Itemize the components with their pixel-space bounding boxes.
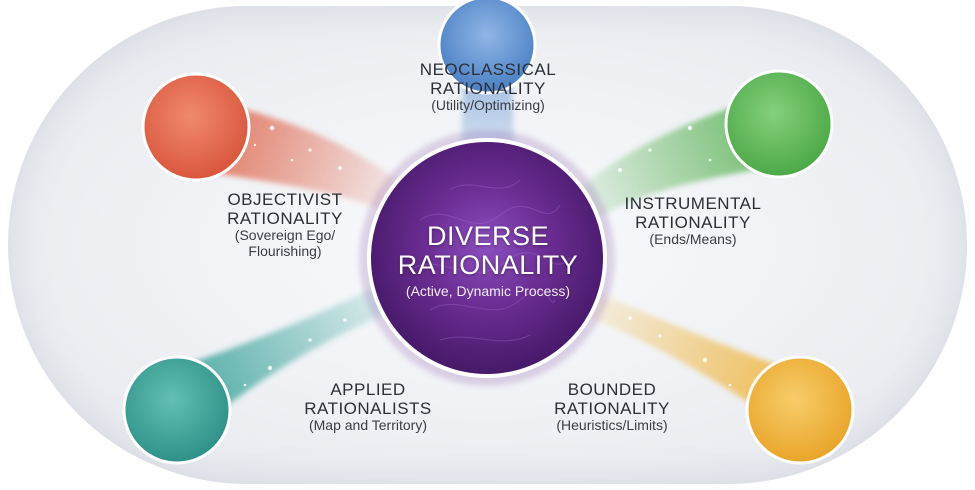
objectivist-subtitle-2: Flourishing) <box>248 242 322 259</box>
neoclassical-title-2: RATIONALITY <box>430 79 546 99</box>
label-bounded: BOUNDED RATIONALITY (Heuristics/Limits) <box>512 380 712 434</box>
label-instrumental: INSTRUMENTAL RATIONALITY (Ends/Means) <box>598 194 788 248</box>
beam-applied <box>170 275 410 430</box>
neoclassical-subtitle: (Utility/Optimizing) <box>431 97 545 114</box>
sparkles <box>243 125 732 387</box>
neoclassical-title-1: NEOCLASSICAL <box>419 60 557 79</box>
beam-bounded <box>570 285 805 430</box>
applied-title-1: APPLIED <box>330 380 406 399</box>
objectivist-title-1: OBJECTIVIST <box>227 190 343 209</box>
instrumental-title-1: INSTRUMENTAL <box>624 194 762 213</box>
label-neoclassical: NEOCLASSICAL RATIONALITY (Utility/Optimi… <box>388 60 588 114</box>
bounded-title-1: BOUNDED <box>567 380 657 399</box>
label-objectivist: OBJECTIVIST RATIONALITY (Sovereign Ego/ … <box>195 190 375 259</box>
bounded-subtitle: (Heuristics/Limits) <box>556 417 668 434</box>
center-texture <box>409 179 571 342</box>
label-applied: APPLIED RATIONALISTS (Map and Territory) <box>268 380 468 434</box>
center-title-1: DIVERSE <box>426 221 550 251</box>
bounded-title-2: RATIONALITY <box>554 399 670 419</box>
center-label: DIVERSE RATIONALITY (Active, Dynamic Pro… <box>368 221 608 300</box>
applied-subtitle: (Map and Territory) <box>308 417 427 434</box>
center-subtitle: (Active, Dynamic Process) <box>405 283 571 300</box>
objectivist-subtitle-1: (Sovereign Ego/ <box>234 227 336 244</box>
applied-title-2: RATIONALISTS <box>304 399 432 419</box>
objectivist-title-2: RATIONALITY <box>227 209 343 229</box>
center-title-2: RATIONALITY <box>397 250 579 281</box>
bounded-circle <box>745 355 855 465</box>
objectivist-circle <box>141 72 251 182</box>
center-circle <box>367 138 607 378</box>
beam-objectivist <box>200 100 410 215</box>
applied-circle <box>122 355 232 465</box>
instrumental-circle <box>724 69 834 179</box>
neoclassical-circle <box>437 0 537 95</box>
instrumental-subtitle: (Ends/Means) <box>649 231 737 248</box>
instrumental-title-2: RATIONALITY <box>635 213 751 233</box>
